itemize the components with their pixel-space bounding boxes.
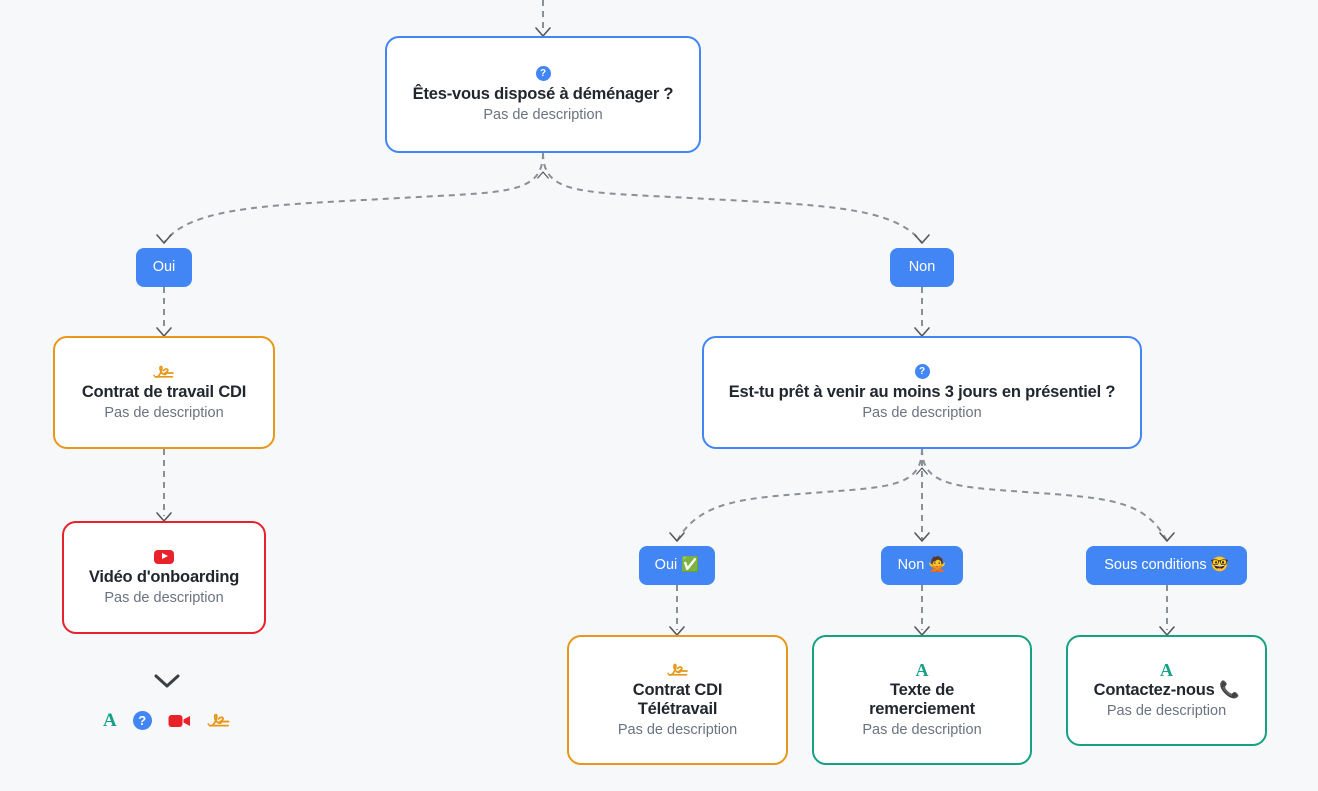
node-description: Pas de description — [104, 404, 224, 421]
edge-label-non-gesture[interactable]: Non 🙅 — [881, 546, 963, 585]
node-question-demenager[interactable]: ? Êtes-vous disposé à déménager ? Pas de… — [385, 36, 701, 153]
node-title: Est-tu prêt à venir au moins 3 jours en … — [728, 382, 1116, 401]
edge-demenager-oui — [163, 152, 544, 244]
signature-icon — [153, 363, 175, 381]
edge-label-sous-conditions[interactable]: Sous conditions 🤓 — [1086, 546, 1247, 585]
node-title: Contrat de travail CDI — [81, 382, 247, 401]
edge-label-non[interactable]: Non — [890, 248, 954, 287]
node-description: Pas de description — [104, 589, 224, 606]
text-a-icon: A — [1160, 659, 1173, 680]
edge-demenager-non — [542, 152, 923, 244]
node-title: Contrat CDI Télétravail — [632, 680, 723, 718]
edge-label-oui-check[interactable]: Oui ✅ — [639, 546, 715, 585]
node-description: Pas de description — [617, 721, 738, 738]
edge-presentiel-sous-conditions — [921, 448, 1168, 542]
legend-toolbar: A ? — [103, 673, 231, 730]
node-title: Texte de remerciement — [869, 680, 975, 718]
edge-label-oui[interactable]: Oui — [136, 248, 192, 287]
legend-icon-row: A ? — [103, 711, 231, 730]
signature-icon[interactable] — [207, 712, 231, 729]
question-badge-icon: ? — [914, 363, 930, 381]
node-question-presentiel[interactable]: ? Est-tu prêt à venir au moins 3 jours e… — [702, 336, 1142, 449]
node-title: Vidéo d'onboarding — [88, 567, 240, 586]
video-camera-icon[interactable] — [168, 713, 191, 729]
signature-icon — [666, 661, 689, 679]
youtube-icon — [154, 548, 174, 566]
text-a-icon[interactable]: A — [103, 709, 117, 731]
node-description: Pas de description — [862, 721, 982, 738]
question-badge-icon[interactable]: ? — [132, 711, 152, 730]
question-badge-icon: ? — [535, 65, 551, 83]
node-texte-remerciement[interactable]: A Texte de remerciement Pas de descripti… — [812, 635, 1032, 765]
node-description: Pas de description — [862, 404, 982, 421]
node-contrat-cdi-teletravail[interactable]: Contrat CDI Télétravail Pas de descripti… — [567, 635, 788, 765]
node-title: Contactez-nous 📞 — [1093, 680, 1240, 699]
node-description: Pas de description — [1106, 702, 1227, 719]
node-contactez-nous[interactable]: A Contactez-nous 📞 Pas de description — [1066, 635, 1267, 746]
node-description: Pas de description — [483, 106, 603, 123]
node-title: Êtes-vous disposé à déménager ? — [412, 84, 674, 103]
node-contrat-travail-cdi[interactable]: Contrat de travail CDI Pas de descriptio… — [53, 336, 275, 449]
edge-presentiel-oui — [676, 448, 923, 542]
text-a-icon: A — [915, 659, 929, 680]
chevron-down-icon[interactable] — [153, 673, 181, 689]
node-video-onboarding[interactable]: Vidéo d'onboarding Pas de description — [62, 521, 266, 634]
